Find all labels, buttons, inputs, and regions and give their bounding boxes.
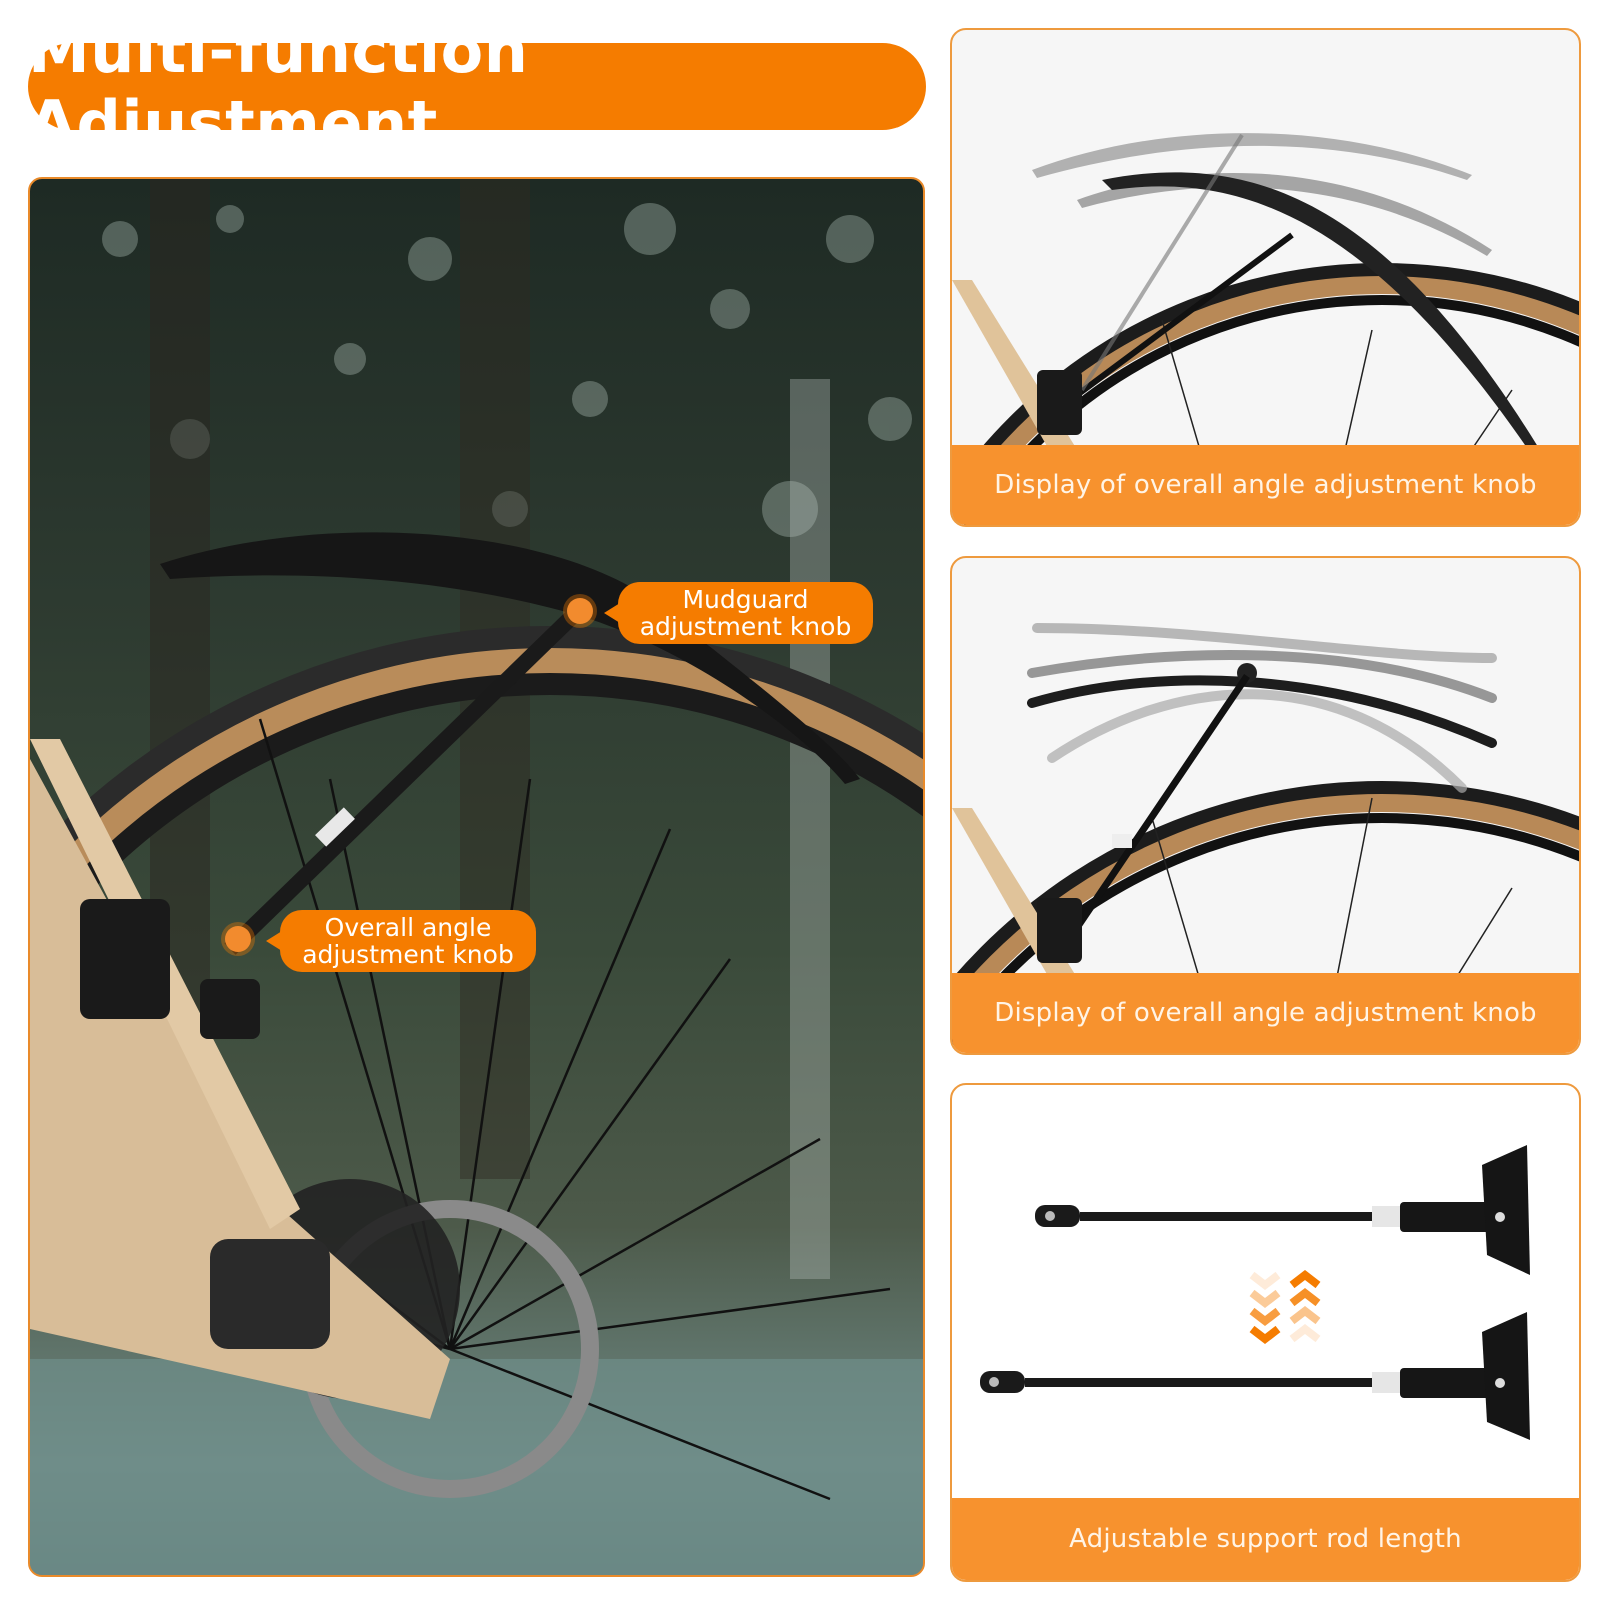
callout-mudguard-knob: Mudguard adjustment knob <box>604 582 873 644</box>
support-rod-long <box>980 1312 1530 1440</box>
caption-text: Display of overall angle adjustment knob <box>994 998 1537 1028</box>
mudguard-knob-marker <box>567 598 593 624</box>
angle-knob-marker <box>225 926 251 952</box>
panel-angle-display-2: Display of overall angle adjustment knob <box>950 556 1581 1055</box>
callout-angle-knob: Overall angle adjustment knob <box>266 910 536 972</box>
title-banner: Multi-function Adjustment <box>28 14 926 160</box>
panel-angle-display-1: Display of overall angle adjustment knob <box>950 28 1581 527</box>
panel-rod-length: Adjustable support rod length <box>950 1083 1581 1582</box>
caption-band: Adjustable support rod length <box>952 1498 1579 1580</box>
caption-band: Display of overall angle adjustment knob <box>952 445 1579 525</box>
caption-band: Display of overall angle adjustment knob <box>952 973 1579 1053</box>
bike-wheel-illustration <box>30 179 923 1575</box>
caption-text: Display of overall angle adjustment knob <box>994 470 1537 500</box>
chevron-down-icon <box>1249 1271 1281 1345</box>
main-product-photo: Mudguard adjustment knob Overall angle a… <box>28 177 925 1577</box>
support-rod-short <box>1035 1145 1530 1275</box>
mudguard-heights-illustration <box>952 133 1579 525</box>
support-rods-illustration <box>980 1145 1530 1440</box>
caption-text: Adjustable support rod length <box>1069 1524 1462 1554</box>
page-title: Multi-function Adjustment <box>28 13 529 160</box>
chevron-up-icon <box>1289 1269 1321 1343</box>
